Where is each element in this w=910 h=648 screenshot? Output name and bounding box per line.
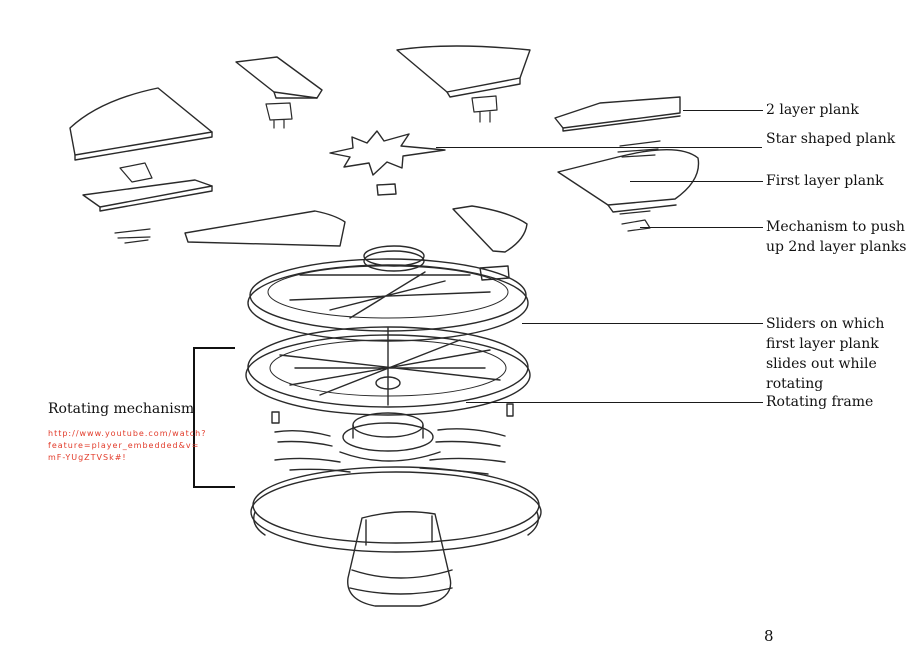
callout-rotating-frame: Rotating frame [766, 394, 874, 410]
callout-first-layer-plank: First layer plank [766, 173, 884, 189]
leader-rotating-frame [466, 402, 763, 403]
plank-top-left [69, 87, 213, 161]
plank-2layer-right [554, 96, 681, 132]
leader-2-layer-plank [683, 110, 763, 111]
rotating-mechanism-label: Rotating mechanism [48, 401, 195, 417]
plank-small-top-left [235, 56, 323, 99]
plank-left-mid [82, 179, 213, 212]
star-plank [329, 130, 446, 196]
leader-star-plank [436, 147, 762, 148]
plank-bottom-right [452, 205, 528, 253]
page-number: 8 [764, 627, 774, 645]
base [250, 466, 542, 607]
callout-sliders: Sliders on which first layer plank slide… [766, 316, 885, 392]
plank-first-layer-right [557, 149, 700, 213]
leader-first-layer-plank [630, 181, 763, 182]
callout-star-shaped-plank: Star shaped plank [766, 131, 896, 147]
leader-sliders [522, 323, 763, 324]
callout-push-mechanism: Mechanism to push up 2nd layer planks [766, 219, 907, 255]
youtube-link[interactable]: http://www.youtube.com/watch?feature=pla… [48, 429, 207, 462]
rotating-mechanism-bracket [193, 347, 235, 488]
rotating-frame [245, 326, 531, 416]
plank-top-center [396, 45, 531, 98]
plank-bottom-left [184, 210, 346, 247]
leader-push-mechanism [640, 227, 763, 228]
callout-2-layer-plank: 2 layer plank [766, 102, 859, 118]
rotating-mechanism [271, 403, 514, 475]
mechanism-pieces [114, 95, 661, 244]
